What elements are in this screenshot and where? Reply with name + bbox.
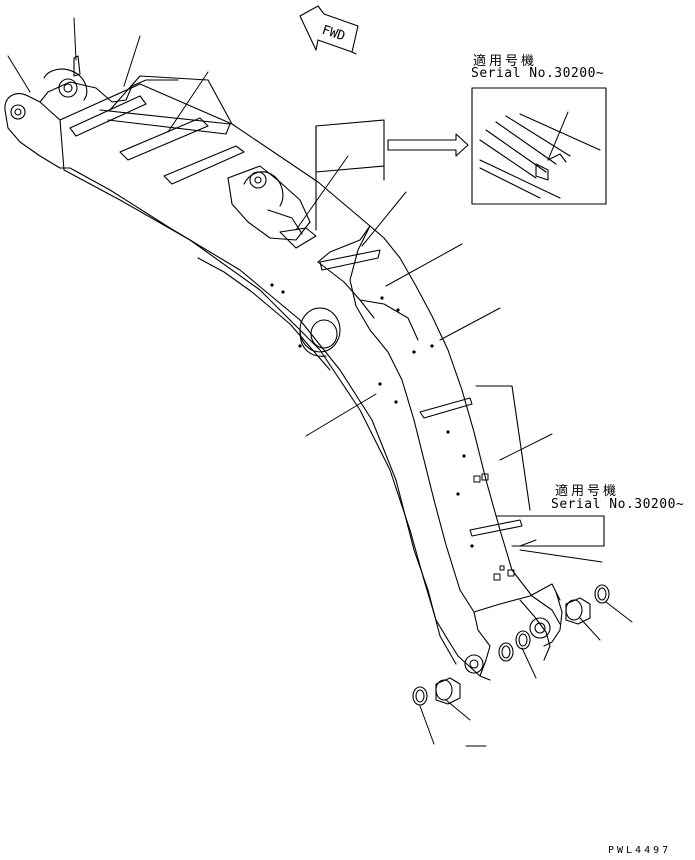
bushing-parts [412, 584, 610, 706]
fwd-label: FWD [320, 23, 347, 45]
note-top-serial-number: Serial No.30200~ [471, 66, 605, 81]
detail-inset [471, 87, 607, 205]
note-bottom-serial-number: Serial No.30200~ [551, 497, 685, 512]
note-top-applicable-models: 適用号機 [473, 54, 538, 69]
note-bottom-applicable-models: 適用号機 [555, 484, 620, 499]
leader-lines [7, 17, 633, 747]
callout-frames [109, 75, 605, 547]
fwd-arrow-icon: FWD [299, 5, 359, 55]
boom-body [4, 55, 563, 681]
detail-arrow-icon [387, 133, 469, 157]
drawing-code: PWL4497 [608, 845, 672, 856]
